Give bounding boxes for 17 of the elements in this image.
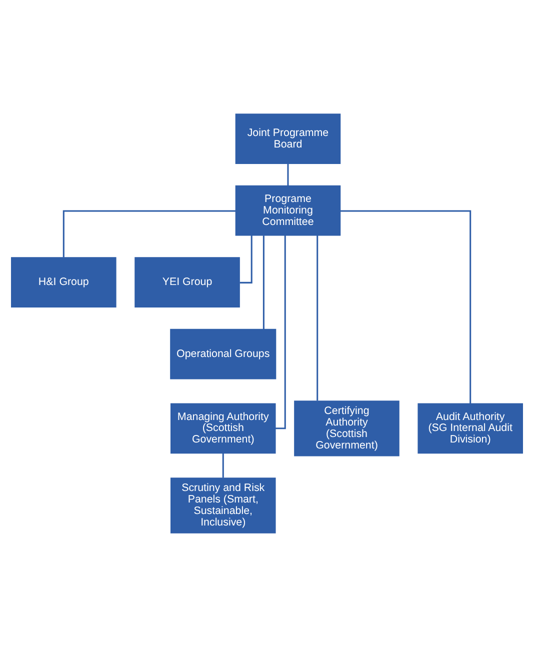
- node-box: Programe Monitoring Committee: [235, 184, 341, 236]
- connector: [316, 235, 318, 400]
- connector: [222, 452, 224, 478]
- node-box: YEI Group: [134, 256, 240, 307]
- connector: [240, 234, 252, 283]
- node-box: H&I Group: [11, 256, 116, 307]
- connector: [62, 210, 236, 257]
- connector: [340, 210, 472, 403]
- node-box: Managing Authority (Scottish Government): [170, 402, 276, 454]
- node-box: Certifying Authority (Scottish Government): [294, 400, 400, 456]
- connector: [262, 235, 264, 329]
- node-box: Joint Programme Board: [235, 113, 341, 164]
- node-box: Operational Groups: [170, 328, 276, 379]
- connector: [275, 235, 286, 429]
- connector: [287, 163, 289, 186]
- node-box: Audit Authority (SG Internal Audit Division): [418, 402, 523, 454]
- node-box: Scrutiny and Risk Panels (Smart, Sustainable, Inclusive): [170, 477, 276, 533]
